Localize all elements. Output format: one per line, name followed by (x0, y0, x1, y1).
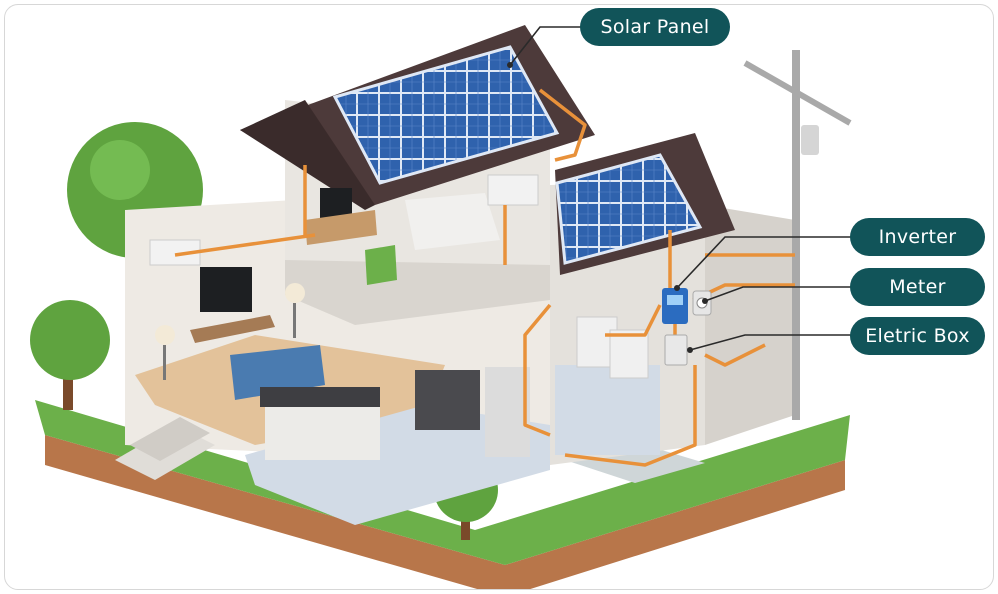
solar-array-side (555, 153, 703, 265)
solar-panel-label: Solar Panel (580, 8, 730, 46)
solar-array-main (332, 45, 560, 185)
meter-box (692, 290, 712, 316)
diagram-frame: Solar Panel Inverter Meter Eletric Box (4, 4, 994, 590)
interior-furniture (149, 174, 649, 460)
electric-box (664, 334, 688, 366)
callout-leaders (509, 26, 853, 351)
meter-label: Meter (850, 268, 985, 306)
inverter-label: Inverter (850, 218, 985, 256)
tree-left-front (30, 300, 110, 410)
house-illustration (30, 25, 853, 589)
inverter-box (662, 288, 688, 324)
utility-pole (743, 50, 852, 420)
electric-box-label: Eletric Box (850, 317, 985, 355)
leader-dots (507, 62, 708, 353)
